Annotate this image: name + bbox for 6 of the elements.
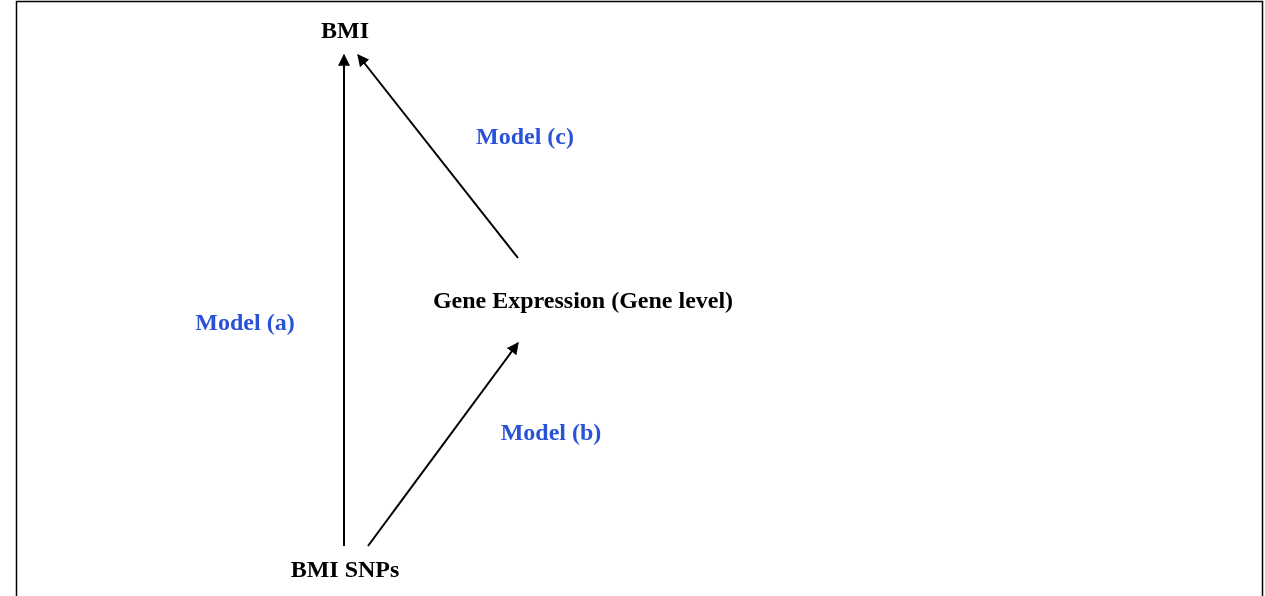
- arrow: [367, 342, 519, 547]
- arrow: [338, 53, 350, 547]
- node-label: Gene Expression (Gene level): [432, 285, 734, 315]
- node-label: BMI: [321, 15, 369, 45]
- arrow: [357, 54, 519, 259]
- node-label: BMI SNPs: [290, 555, 400, 585]
